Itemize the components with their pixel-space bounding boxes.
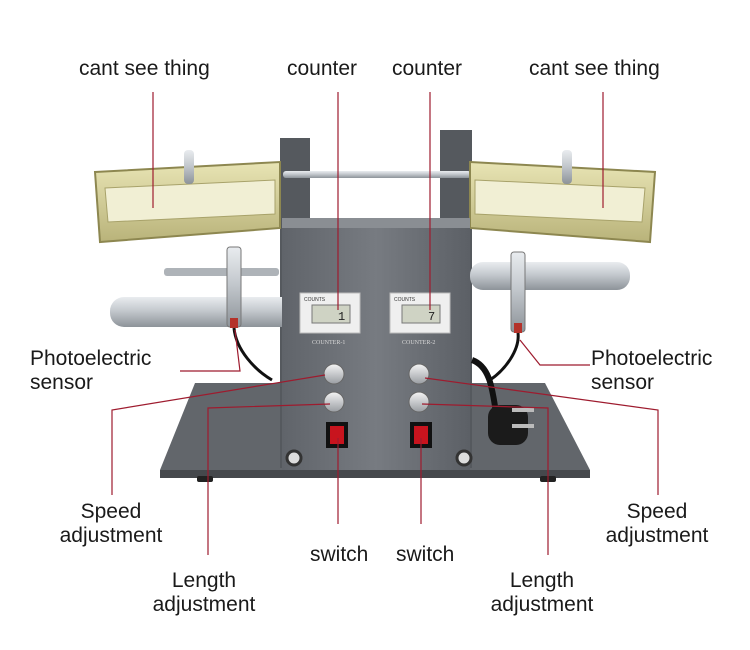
label-cant-see-right: cant see thing xyxy=(529,57,660,80)
power-plug xyxy=(488,405,528,445)
leader-length-right xyxy=(421,403,549,555)
sensor-arm-left xyxy=(164,268,279,276)
label-length-left-line1: Length xyxy=(171,569,237,592)
photo-sensor-left-tip xyxy=(230,318,238,328)
label-cant-see-left: cant see thing xyxy=(79,57,210,80)
label-length-right-line2: adjustment xyxy=(490,593,594,616)
label-photo-left-line1: Photoelectric xyxy=(30,347,152,370)
speed-knob-left xyxy=(323,363,345,385)
label-speed-right-line2: adjustment xyxy=(605,524,709,547)
top-rod xyxy=(283,171,471,178)
counter-right xyxy=(389,292,451,334)
leader-photo-left xyxy=(180,329,241,372)
leader-photo-right xyxy=(519,339,590,366)
base-foot-left xyxy=(197,476,213,482)
roller-right xyxy=(470,262,630,290)
control-box xyxy=(282,218,470,470)
label-length-left-line2: adjustment xyxy=(152,593,256,616)
label-photo-right-line1: Photoelectric xyxy=(591,347,713,370)
base-plate-edge xyxy=(160,470,590,478)
switch-right-rocker xyxy=(414,426,428,444)
speed-knob-right xyxy=(408,363,430,385)
leader-speed-right xyxy=(424,377,659,495)
label-switch-right: switch xyxy=(396,543,455,566)
leader-length-left xyxy=(207,403,331,555)
photo-sensor-left-cable xyxy=(232,327,273,382)
label-length-right-line1: Length xyxy=(509,569,575,592)
photo-sensor-right-tip xyxy=(514,323,522,333)
label-speed-left-line1: Speed xyxy=(80,500,142,523)
label-speed-left-line2: adjustment xyxy=(59,524,163,547)
control-box-top xyxy=(282,218,470,228)
photo-sensor-right-cable xyxy=(489,332,520,382)
label-counter-right: counter xyxy=(392,57,463,80)
guide-frame-right xyxy=(469,150,657,244)
photo-sensor-right xyxy=(510,251,526,333)
length-knob-right xyxy=(408,391,430,413)
plug-pin-1 xyxy=(512,408,534,412)
counter-right-value: 7 xyxy=(428,310,435,324)
label-speed-right-line1: Speed xyxy=(626,500,688,523)
guide-frame-left xyxy=(93,150,281,244)
counter-right-panel-text: COUNTS xyxy=(394,297,416,303)
grommet-left xyxy=(285,449,303,467)
leader-speed-left xyxy=(111,374,326,495)
grommet-right xyxy=(455,449,473,467)
plug-pin-2 xyxy=(512,424,534,428)
label-switch-left: switch xyxy=(310,543,369,566)
counter-left-panel-text: COUNTS xyxy=(304,297,326,303)
counter-left-plate: COUNTER-1 xyxy=(312,340,345,346)
counter-left xyxy=(299,292,361,334)
label-counter-left: counter xyxy=(287,57,358,80)
switch-left-rocker xyxy=(330,426,344,444)
counter-right-plate: COUNTER-2 xyxy=(402,340,435,346)
label-photo-left-line2: sensor xyxy=(30,371,94,394)
counter-left-value: 1 xyxy=(338,310,345,324)
roller-left xyxy=(110,297,300,327)
photo-sensor-left xyxy=(226,246,242,328)
label-photo-right-line2: sensor xyxy=(591,371,655,394)
length-knob-left xyxy=(323,391,345,413)
